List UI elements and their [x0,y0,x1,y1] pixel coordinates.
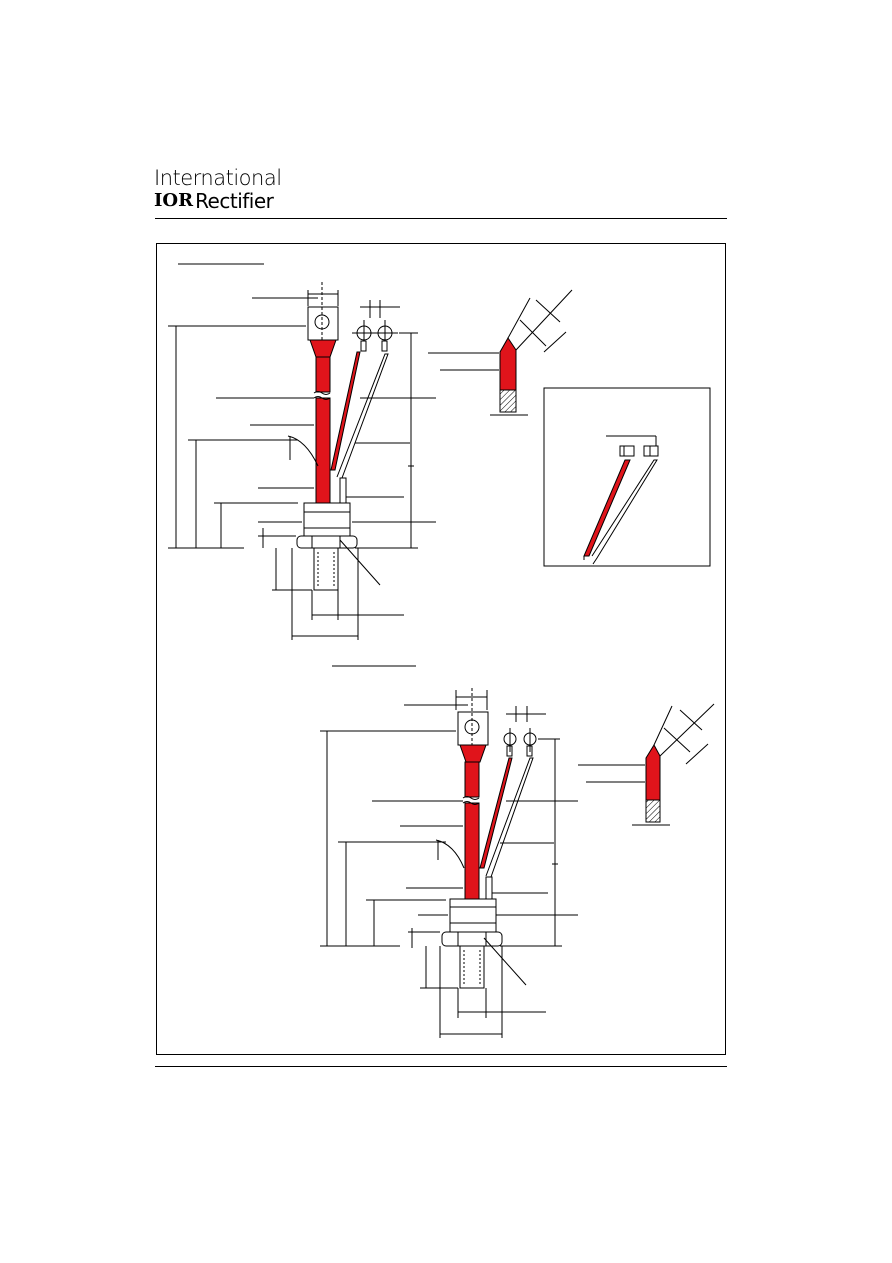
terminal-inset-box [543,387,711,567]
conical-section [309,339,337,358]
ior-logo-mark: IOR [154,190,194,211]
terminal-eye [307,306,339,341]
outline-drawing-bottom [320,665,578,1038]
cable-end-detail-bottom [578,703,715,826]
hex-base [303,502,351,537]
brand-name-rectifier: Rectifier [195,189,274,213]
main-lead-upper [315,356,331,393]
brand-name-line1: International [154,166,282,190]
gate-lead-red [330,351,361,471]
drawing-frame [156,243,726,1055]
main-lead-lower [315,397,331,504]
cable-end-detail-top [428,289,573,416]
footer-divider [155,1066,727,1067]
outline-drawing-top [168,263,436,640]
header-divider [155,218,727,219]
